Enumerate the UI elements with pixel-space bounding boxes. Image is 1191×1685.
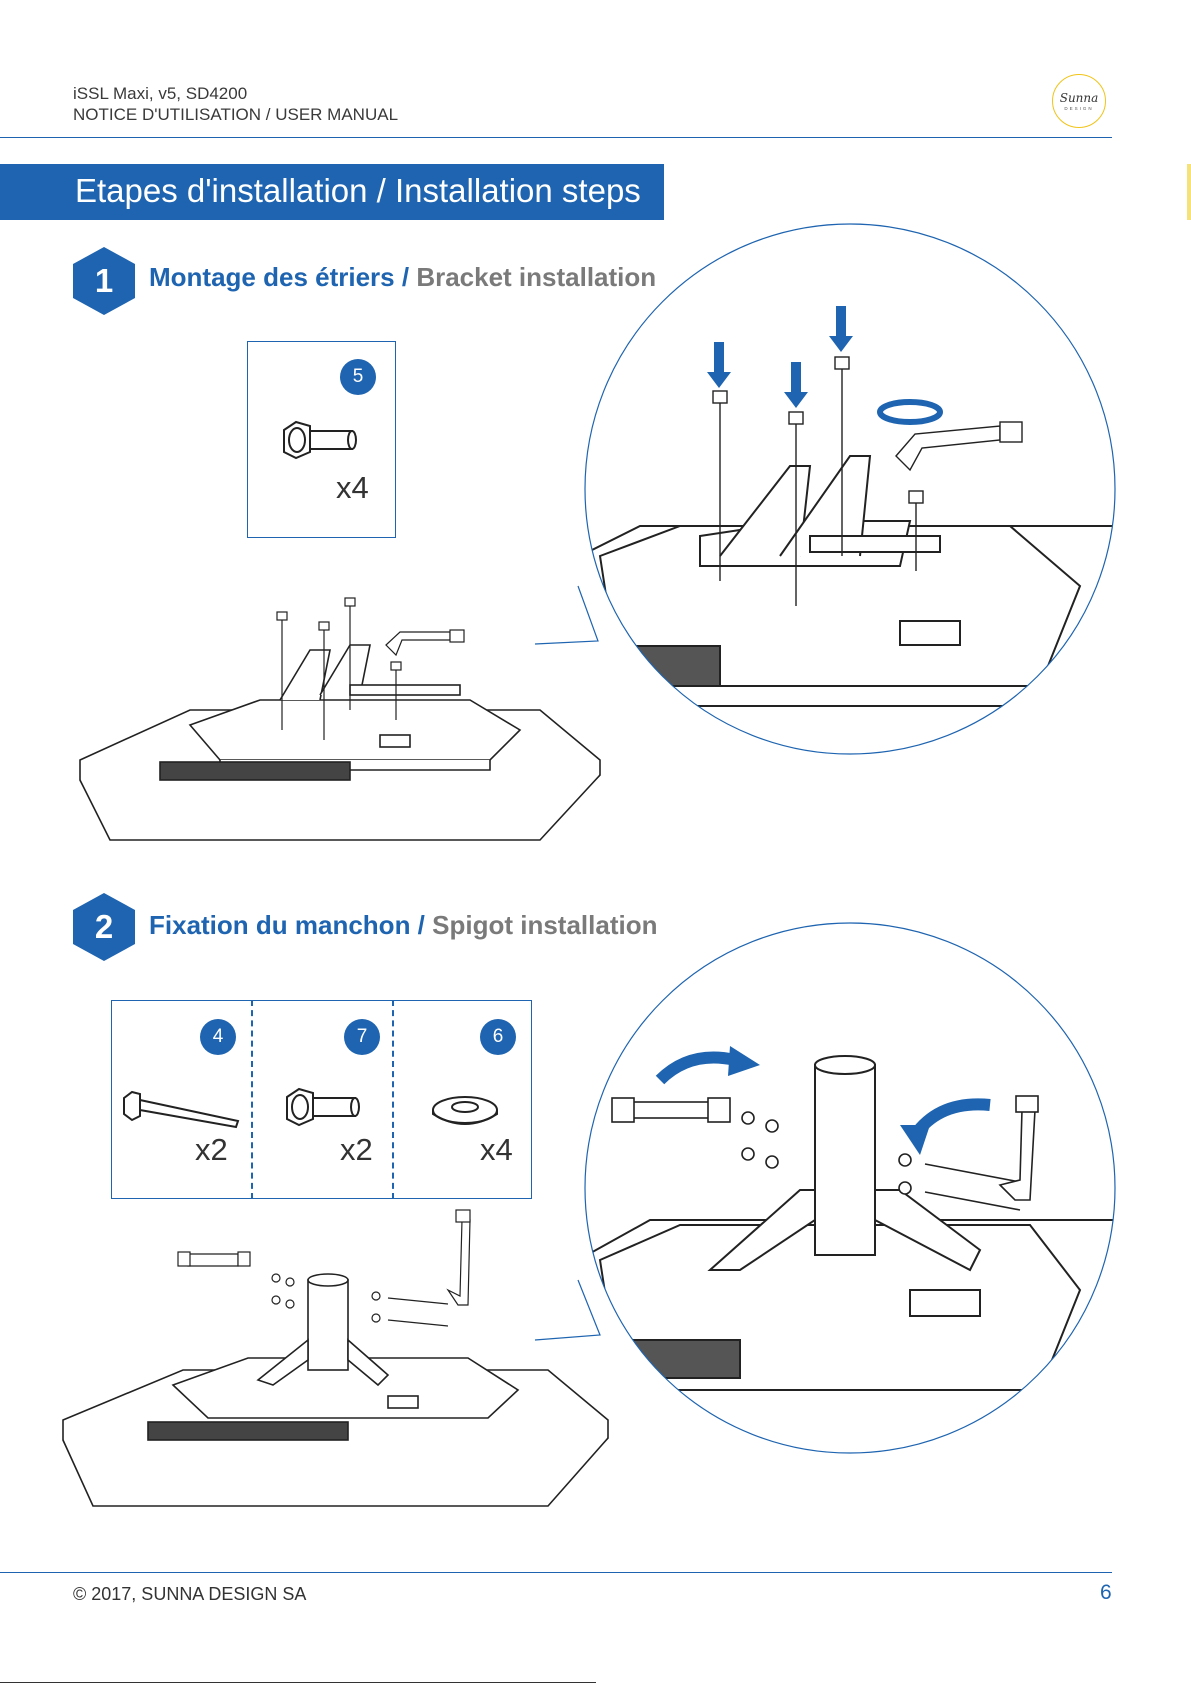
page-number: 6 [1100,1581,1112,1605]
part-ref-badge: 4 [200,1019,236,1055]
part-quantity: x2 [340,1132,373,1168]
sunna-logo: Sunna DESIGN [1052,74,1106,128]
spigot-assembly-illustration [58,1260,613,1520]
part-ref-badge: 5 [340,359,376,395]
header-manual-line: NOTICE D'UTILISATION / USER MANUAL [73,105,398,125]
section-title: Etapes d'installation / Installation ste… [75,172,641,210]
part-quantity: x2 [195,1132,228,1168]
washer-icon [430,1092,500,1128]
header-divider [0,137,1112,138]
bracket-detail-magnifier [560,226,1120,756]
long-bolt-icon [122,1090,242,1130]
part-ref-badge: 6 [480,1019,516,1055]
step-1-number: 1 [73,247,135,315]
bracket-assembly-illustration [70,590,605,850]
logo-word: Sunna [1060,92,1099,104]
spigot-detail-magnifier [560,920,1120,1460]
part-quantity: x4 [480,1132,513,1168]
part-quantity: x4 [336,470,369,506]
step-2-number: 2 [73,893,135,961]
logo-subtitle: DESIGN [1064,106,1093,111]
footer-copyright: © 2017, SUNNA DESIGN SA [73,1584,306,1605]
parts-divider [392,1000,394,1199]
part-ref-badge: 7 [344,1019,380,1055]
bottom-page-rule [0,1682,596,1683]
footer-divider [0,1572,1112,1573]
step-2-title-fr: Fixation du manchon / [149,910,425,940]
header-product-line: iSSL Maxi, v5, SD4200 [73,84,247,104]
flange-bolt-icon [283,1085,363,1135]
edge-tab-mark [1187,164,1191,220]
flange-bolt-icon [280,418,360,468]
parts-divider [251,1000,253,1199]
step-1-title-fr: Montage des étriers / [149,262,409,292]
